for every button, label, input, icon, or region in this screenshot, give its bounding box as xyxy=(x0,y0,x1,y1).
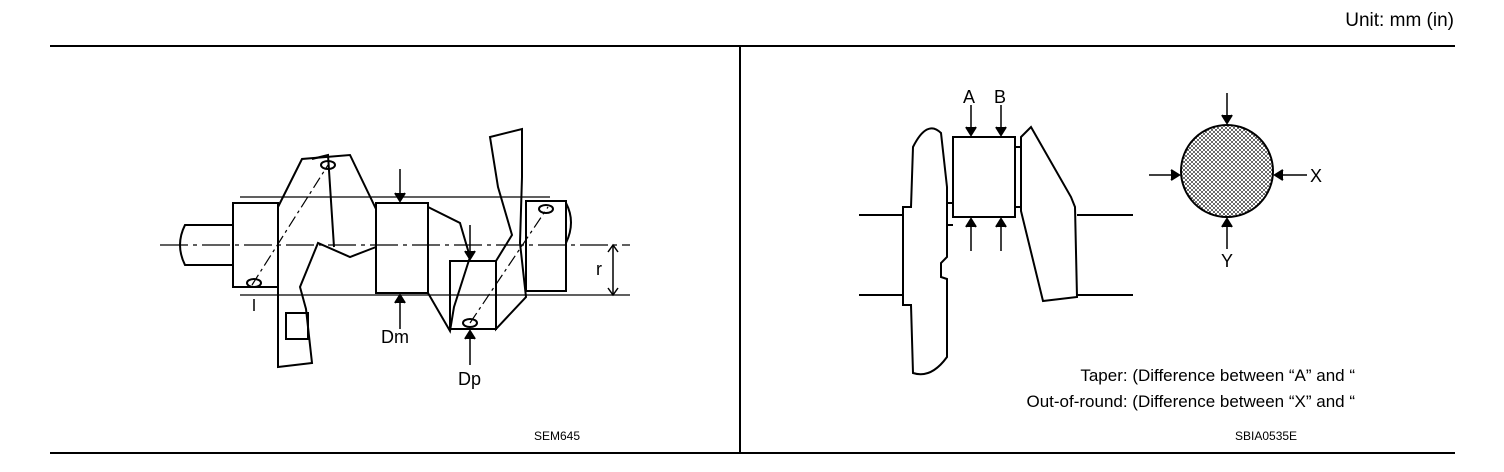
top-rule xyxy=(50,45,1455,47)
unit-label: Unit: mm (in) xyxy=(1345,10,1454,31)
label-dp: Dp xyxy=(458,369,481,389)
label-dm: Dm xyxy=(381,327,409,347)
figure-code-right: SBIA0535E xyxy=(1235,429,1297,443)
taper-note: Taper: (Difference between “A” and “ xyxy=(1080,366,1355,385)
label-r: r xyxy=(596,259,602,279)
label-a: A xyxy=(963,87,975,107)
pin-measurement-panel: A B X Y Taper: (Difference between “A” a… xyxy=(741,47,1455,452)
crankshaft-diagram-panel: Dm Dp r SEM645 xyxy=(50,47,739,452)
label-x: X xyxy=(1310,166,1322,186)
label-b: B xyxy=(994,87,1006,107)
label-y: Y xyxy=(1221,251,1233,271)
pin-measurement-illustration: A B X Y Taper: (Difference between “A” a… xyxy=(859,87,1355,443)
figure-code-left: SEM645 xyxy=(534,429,580,443)
panel-divider xyxy=(739,47,741,452)
bottom-rule xyxy=(50,452,1455,454)
out-of-round-note: Out-of-round: (Difference between “X” an… xyxy=(1026,392,1355,411)
crankshaft-illustration: Dm Dp r SEM645 xyxy=(160,127,630,443)
